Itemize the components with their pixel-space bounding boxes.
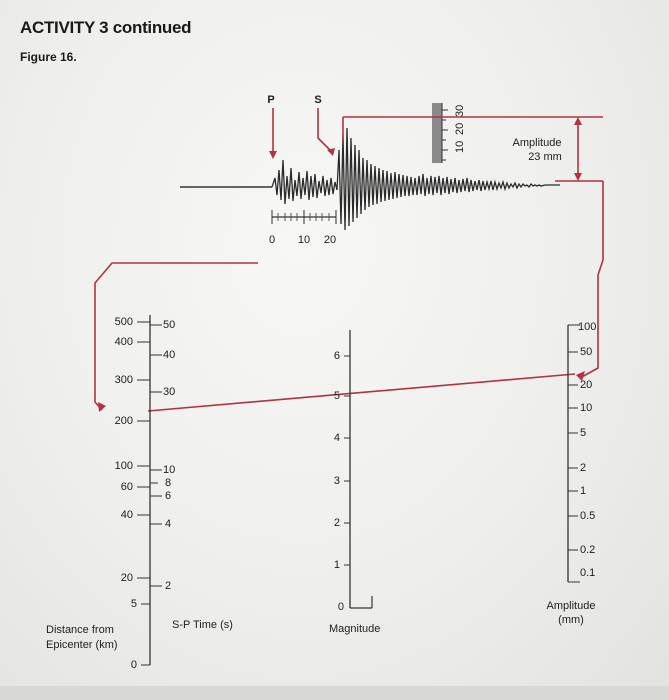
magnitude-tick-6: 6 bbox=[334, 350, 340, 362]
time-tick-20: 20 bbox=[324, 234, 336, 246]
amplitude-axis-title-1: Amplitude bbox=[547, 600, 596, 612]
sp-tick-50: 50 bbox=[163, 319, 175, 331]
distance-tick-100: 100 bbox=[115, 460, 133, 472]
amplitude-value: 23 mm bbox=[528, 151, 562, 163]
distance-tick-40: 40 bbox=[121, 509, 133, 521]
p-arrow-head bbox=[269, 151, 277, 159]
amplitude-axis-tick-0.1: 0.1 bbox=[580, 567, 595, 579]
distance-sp-axis: 500 400 300 200 100 60 40 20 5 0 50 40 3… bbox=[46, 315, 233, 671]
magnitude-solution-line bbox=[147, 373, 576, 412]
amplitude-axis-tick-20: 20 bbox=[580, 379, 592, 391]
magnitude-tick-4: 4 bbox=[334, 432, 340, 444]
amplitude-caption: Amplitude bbox=[513, 137, 562, 149]
p-wave-trace bbox=[271, 159, 338, 205]
time-scale: 0 10 20 bbox=[269, 210, 337, 246]
amplitude-tick-20: 20 bbox=[454, 123, 466, 135]
amplitude-axis-tick-100: 100 bbox=[578, 321, 596, 333]
sp-tick-4: 4 bbox=[165, 518, 171, 530]
magnitude-tick-0: 0 bbox=[338, 601, 344, 613]
amplitude-ruler: 10 20 30 bbox=[432, 103, 466, 163]
sp-tick-8: 8 bbox=[165, 477, 171, 489]
magnitude-tick-2: 2 bbox=[334, 517, 340, 529]
amplitude-axis-tick-2: 2 bbox=[580, 462, 586, 474]
amplitude-axis-tick-0.2: 0.2 bbox=[580, 544, 595, 556]
magnitude-tick-3: 3 bbox=[334, 475, 340, 487]
sp-time-transfer-line bbox=[94, 262, 258, 411]
distance-tick-200: 200 bbox=[115, 415, 133, 427]
amplitude-arrow-down bbox=[574, 173, 582, 181]
distance-tick-300: 300 bbox=[115, 374, 133, 386]
amplitude-axis: 100 50 20 10 5 2 1 0.5 0.2 0.1 Amplitude… bbox=[547, 321, 597, 626]
amplitude-arrow-up bbox=[574, 117, 582, 125]
distance-tick-20: 20 bbox=[121, 572, 133, 584]
magnitude-axis: 6 5 4 3 2 1 0 Magnitude bbox=[329, 330, 380, 635]
s-wave-trace bbox=[336, 127, 560, 231]
sp-axis-title: S-P Time (s) bbox=[172, 619, 233, 631]
distance-tick-500: 500 bbox=[115, 316, 133, 328]
distance-axis-title-2: Epicenter (km) bbox=[46, 639, 118, 651]
s-arrival-label: S bbox=[314, 94, 321, 106]
distance-tick-0: 0 bbox=[131, 659, 137, 671]
amplitude-tick-30: 30 bbox=[454, 105, 466, 117]
sp-tick-6: 6 bbox=[165, 490, 171, 502]
amplitude-axis-tick-0.5: 0.5 bbox=[580, 510, 595, 522]
sp-tick-40: 40 bbox=[163, 349, 175, 361]
amplitude-axis-title-2: (mm) bbox=[558, 614, 584, 626]
amplitude-axis-tick-10: 10 bbox=[580, 402, 592, 414]
magnitude-axis-title: Magnitude bbox=[329, 623, 380, 635]
s-arrow-head bbox=[327, 148, 335, 156]
amplitude-axis-tick-50: 50 bbox=[580, 346, 592, 358]
sp-tick-10: 10 bbox=[163, 464, 175, 476]
p-arrival-label: P bbox=[267, 94, 274, 106]
amplitude-transfer-line bbox=[579, 181, 604, 379]
time-tick-0: 0 bbox=[269, 234, 275, 246]
magnitude-tick-1: 1 bbox=[334, 559, 340, 571]
activity-title: ACTIVITY 3 continued bbox=[20, 18, 192, 37]
distance-tick-60: 60 bbox=[121, 481, 133, 493]
s-arrival-arrow bbox=[317, 108, 333, 153]
sp-tick-30: 30 bbox=[163, 386, 175, 398]
amplitude-axis-tick-5: 5 bbox=[580, 427, 586, 439]
amplitude-tick-10: 10 bbox=[454, 141, 466, 153]
time-tick-10: 10 bbox=[298, 234, 310, 246]
sp-tick-2: 2 bbox=[165, 580, 171, 592]
distance-axis-title-1: Distance from bbox=[46, 624, 114, 636]
page-bottom-edge bbox=[0, 686, 669, 700]
distance-tick-400: 400 bbox=[115, 336, 133, 348]
construction-lines bbox=[94, 181, 604, 412]
seismogram: P S 0 10 20 bbox=[180, 94, 603, 246]
sp-transfer-arrow bbox=[98, 402, 106, 412]
magnitude-tick-5: 5 bbox=[334, 390, 340, 402]
amplitude-transfer-arrow bbox=[576, 371, 585, 381]
amplitude-axis-tick-1: 1 bbox=[580, 485, 586, 497]
figure-label: Figure 16. bbox=[20, 50, 77, 64]
distance-tick-5: 5 bbox=[131, 598, 137, 610]
